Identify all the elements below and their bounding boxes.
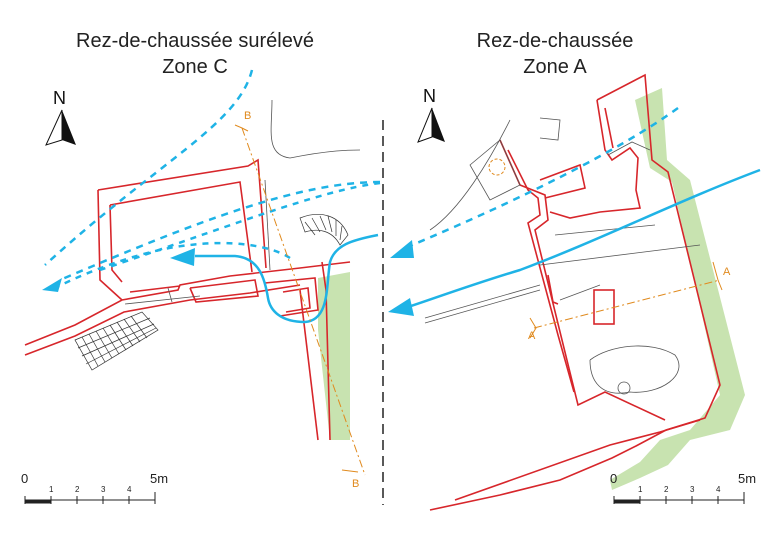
north-label-left: N: [53, 88, 66, 108]
scale-right-tick-1: 1: [638, 485, 643, 494]
stairs-hatch-left: [74, 214, 349, 371]
right-title-line2: Zone A: [523, 56, 587, 78]
left-title-line2: Zone C: [162, 56, 228, 78]
north-label-right: N: [423, 86, 436, 106]
light-lines-zone-a: [424, 117, 701, 395]
scale-right-tick-3: 3: [690, 485, 695, 494]
scale-bar-right: [613, 492, 745, 504]
scale-bar-left: [24, 492, 156, 504]
wall-outline-zone-a: [429, 73, 721, 511]
section-label-a-right: A: [723, 266, 731, 278]
light-lines-zone-c: [124, 99, 361, 305]
left-title-line1: Rez-de-chaussée surélevé: [76, 30, 314, 52]
north-arrow-right: [417, 107, 445, 143]
scale-right-end: 5m: [738, 471, 757, 486]
section-label-a-left: A: [528, 330, 536, 342]
left-title: Rez-de-chaussée surélevé Zone C: [40, 28, 350, 80]
scale-right-tick-2: 2: [664, 485, 669, 494]
scale-left-end: 5m: [150, 471, 169, 486]
scale-left-tick-2: 2: [75, 485, 80, 494]
scale-left-tick-4: 4: [127, 485, 132, 494]
scale-left-zero: 0: [21, 471, 29, 486]
circle-marker: [488, 158, 506, 176]
right-title-line1: Rez-de-chaussée: [476, 30, 634, 52]
right-title: Rez-de-chaussée Zone A: [440, 28, 670, 80]
scale-left-tick-1: 1: [49, 485, 54, 494]
flow-arrows-zone-c: [44, 69, 381, 324]
flow-arrowhead-left-1: [42, 278, 62, 292]
flow-arrows-zone-a: [404, 106, 761, 310]
scale-left-tick-3: 3: [101, 485, 106, 494]
section-line-b: [234, 124, 366, 476]
flow-arrowhead-right-1: [390, 240, 414, 258]
flow-arrowhead-right-2: [388, 298, 414, 316]
scale-right-tick-4: 4: [716, 485, 721, 494]
flow-arrowhead-left-2: [170, 248, 195, 266]
section-line-a: [529, 261, 723, 339]
scale-right-zero: 0: [610, 471, 618, 486]
wall-outline-zone-c: [24, 158, 351, 441]
section-label-b-top: B: [244, 110, 252, 122]
north-arrow-left: [45, 109, 76, 146]
section-label-b-bottom: B: [352, 478, 360, 490]
